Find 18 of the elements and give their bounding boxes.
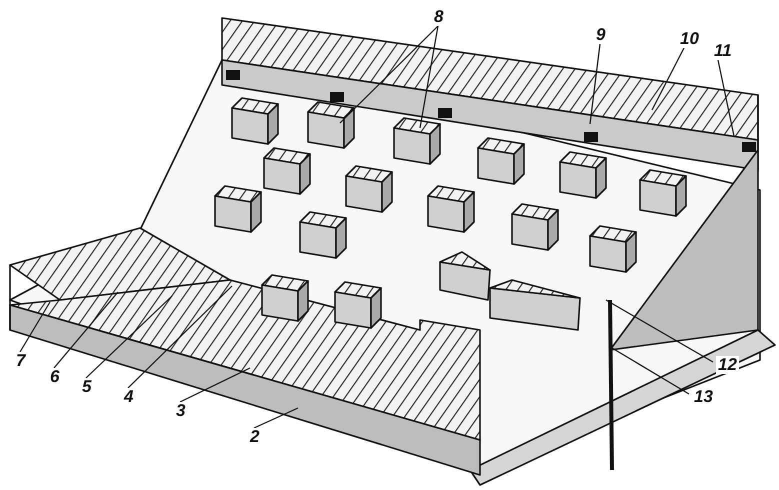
- callout-number: 8: [432, 8, 446, 26]
- callout-number: 9: [594, 26, 608, 44]
- leader-line: [19, 302, 51, 352]
- leader-line: [180, 367, 250, 403]
- callout-number: 10: [678, 30, 701, 48]
- callout-number: 12: [716, 356, 739, 374]
- leader-line: [419, 26, 439, 128]
- leader-line: [717, 60, 735, 136]
- leader-line: [54, 292, 118, 368]
- leader-line: [128, 286, 232, 388]
- leader-line: [651, 48, 685, 110]
- callout-number: 11: [712, 42, 734, 60]
- leader-line: [86, 296, 172, 378]
- leader-line: [254, 407, 298, 429]
- leader-line: [589, 44, 601, 124]
- leader-line: [606, 299, 714, 363]
- leader-line: [612, 347, 690, 395]
- leader-line: [340, 26, 438, 124]
